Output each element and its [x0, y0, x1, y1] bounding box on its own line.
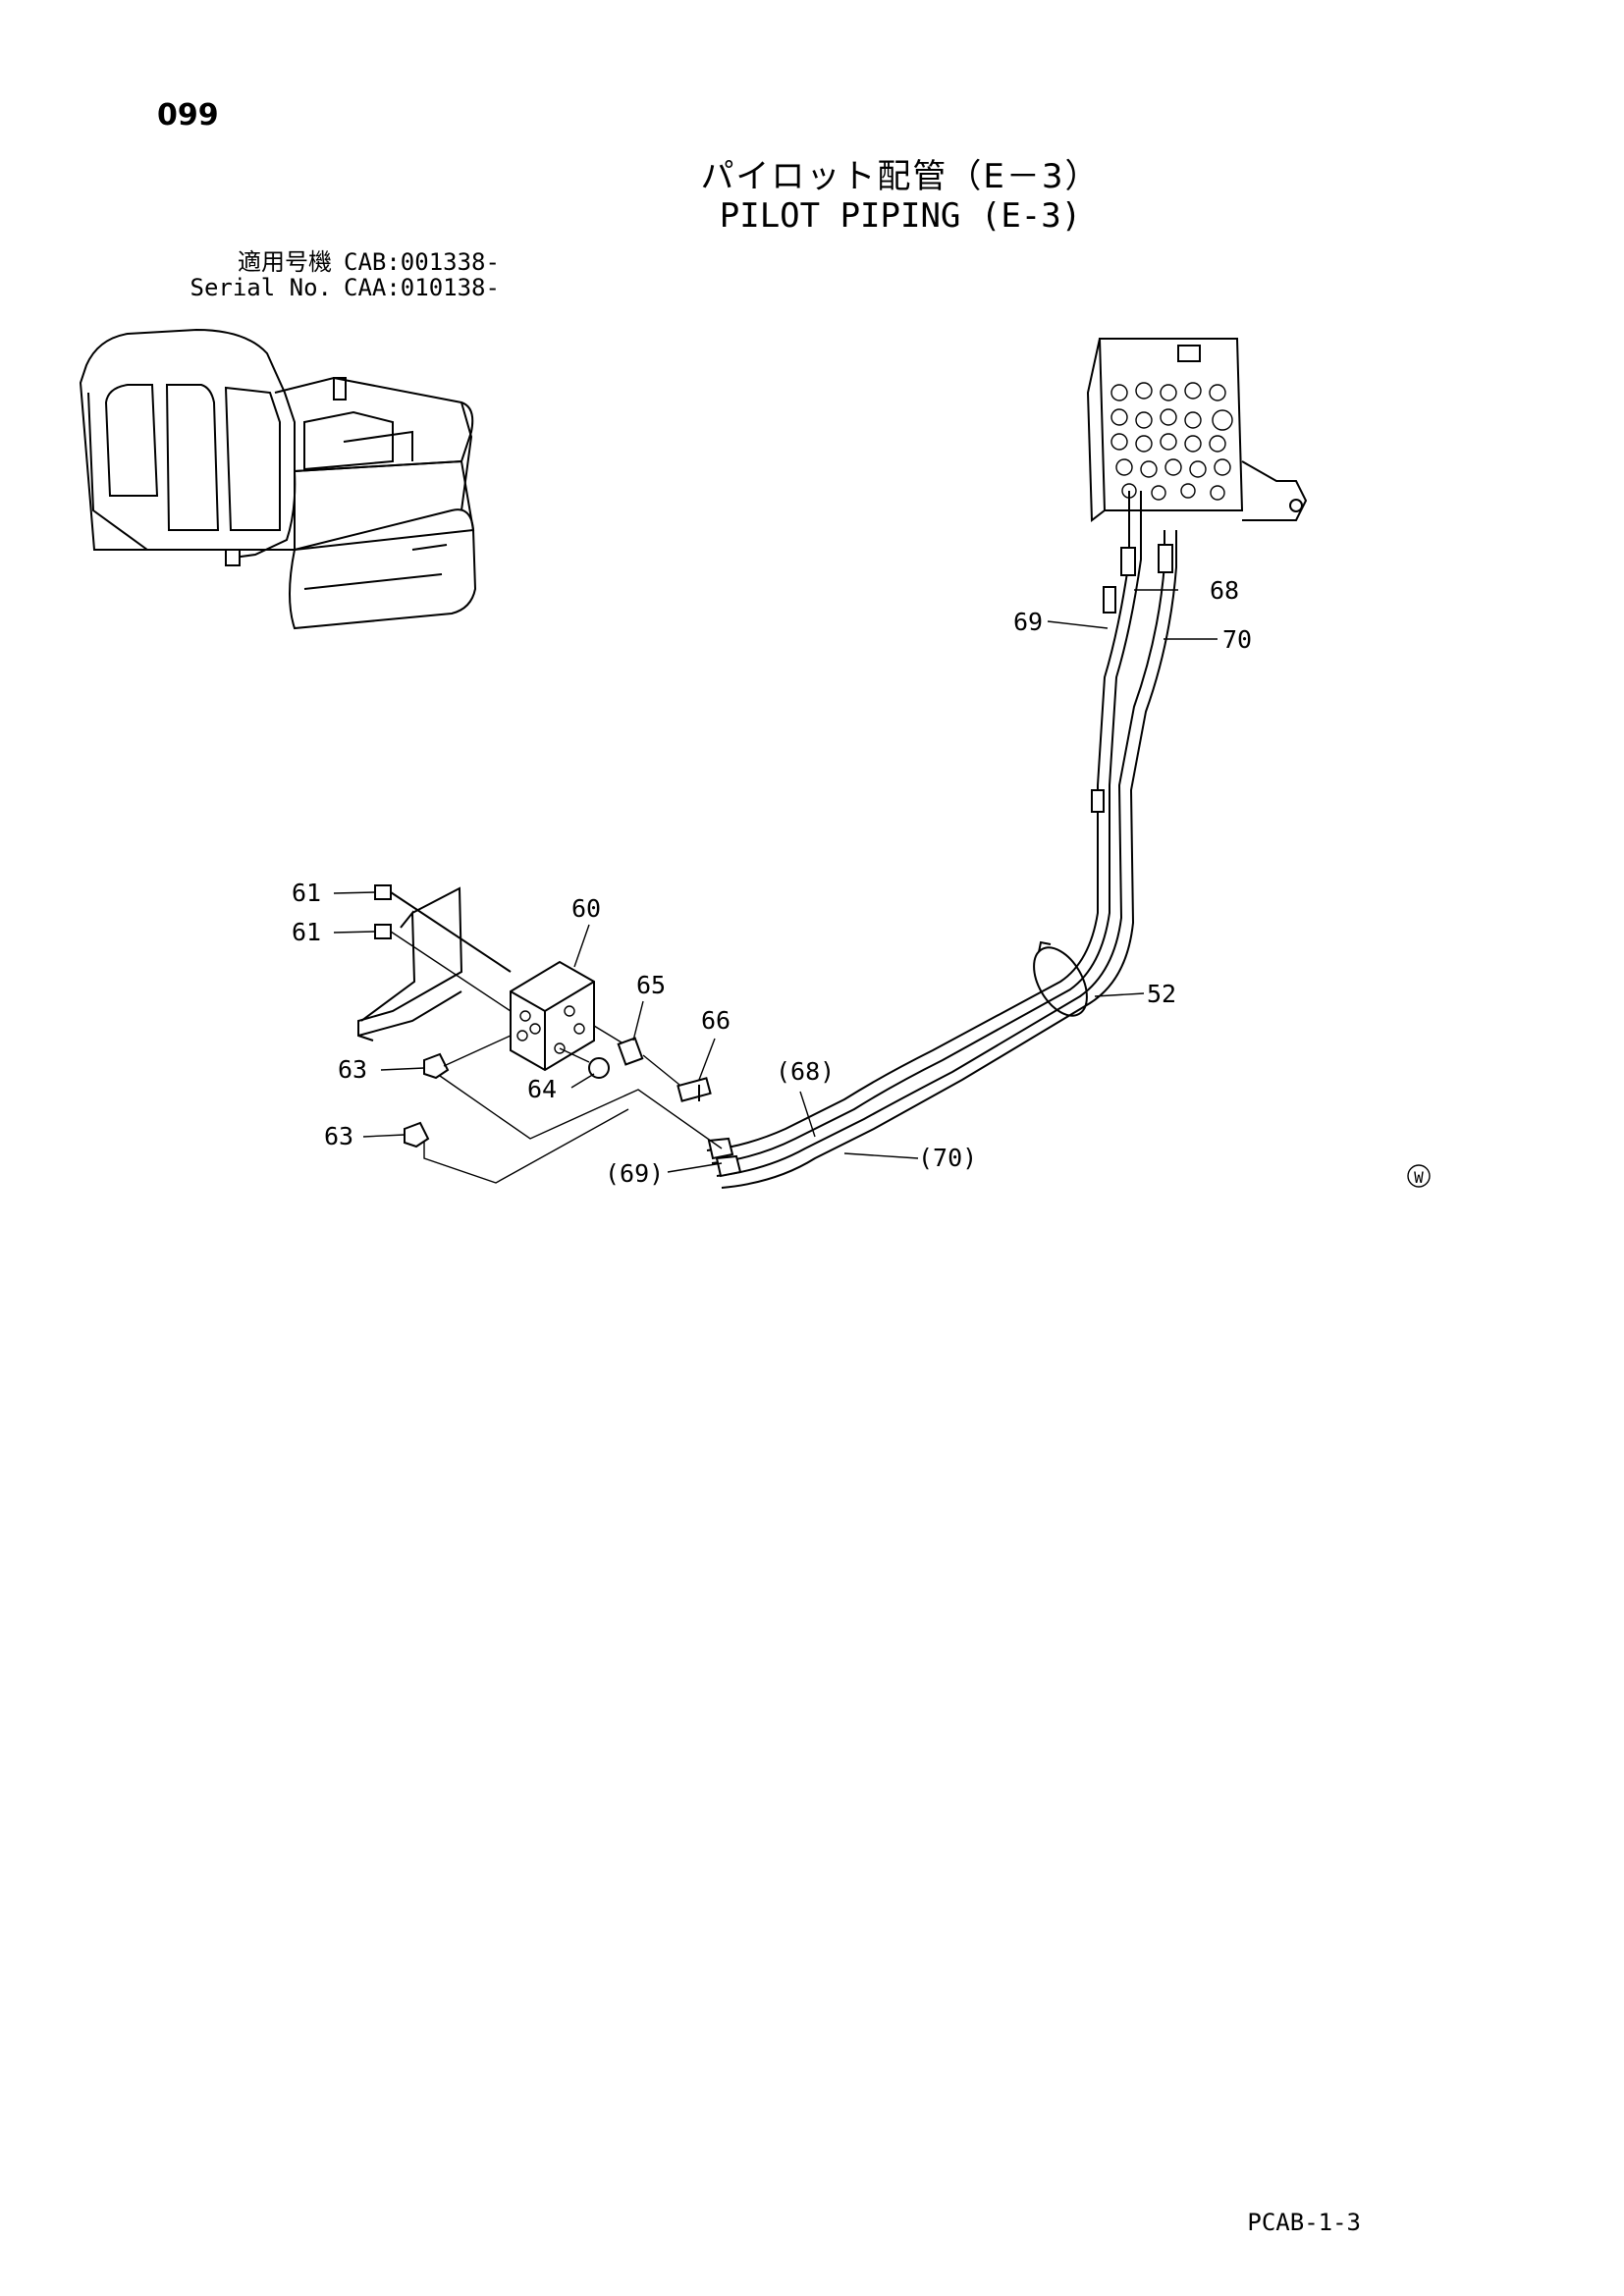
- title-japanese: パイロット配管（E－3）: [700, 157, 1101, 196]
- callout-52: 52: [1147, 980, 1176, 1008]
- serial-value: CAB:001338-: [344, 248, 500, 276]
- control-valve-assembly: [1086, 338, 1308, 522]
- callout-69: 69: [1013, 608, 1043, 636]
- plug-64: [559, 1047, 610, 1079]
- serial-value: CAA:010138-: [344, 274, 500, 301]
- callout-70: 70: [1222, 625, 1252, 654]
- callout-69-ref: (69): [605, 1159, 664, 1188]
- callout-61: 61: [292, 918, 321, 946]
- excavator-overview-illustration: [79, 328, 477, 630]
- valve-ports: [1110, 382, 1233, 501]
- w-mark: W: [1407, 1164, 1431, 1188]
- mounting-bracket: [357, 886, 463, 1041]
- page-code: PCAB-1-3: [1247, 2209, 1361, 2236]
- callout-68: 68: [1210, 576, 1239, 605]
- fitting-63-upper: [423, 1035, 723, 1149]
- callout-63: 63: [338, 1055, 367, 1084]
- callout-68-ref: (68): [776, 1057, 835, 1086]
- callout-61: 61: [292, 879, 321, 907]
- serial-number-block: 適用号機 CAB:001338- Serial No. CAA:010138-: [155, 249, 500, 300]
- serial-label: Serial No.: [189, 274, 333, 301]
- bolt-61-upper: [374, 884, 512, 973]
- bolt-61-lower: [374, 924, 512, 1012]
- title-english: PILOT PIPING (E-3): [719, 196, 1082, 236]
- page-number: 099: [157, 98, 219, 133]
- leader-lines: [333, 589, 1218, 1173]
- serial-row-serial-no: Serial No. CAA:010138-: [155, 275, 500, 300]
- connector-65: [593, 1025, 644, 1066]
- tee-66: [642, 1054, 712, 1102]
- callout-66: 66: [701, 1006, 731, 1035]
- callout-65: 65: [636, 971, 666, 999]
- w-mark-letter: W: [1414, 1168, 1424, 1187]
- clamp-52: [1033, 940, 1088, 1017]
- serial-label: 適用号機: [238, 248, 332, 276]
- serial-row-applicable: 適用号機 CAB:001338-: [155, 249, 500, 275]
- callout-64: 64: [527, 1075, 557, 1103]
- callout-63: 63: [324, 1122, 353, 1150]
- callout-60: 60: [571, 894, 601, 923]
- callout-labels: 61 61 60 65 66 63 63 64 (68) (69) (70) 5…: [292, 576, 1252, 1188]
- block-60: [510, 960, 595, 1072]
- fitting-63-lower: [404, 1108, 629, 1184]
- callout-70-ref: (70): [918, 1144, 977, 1172]
